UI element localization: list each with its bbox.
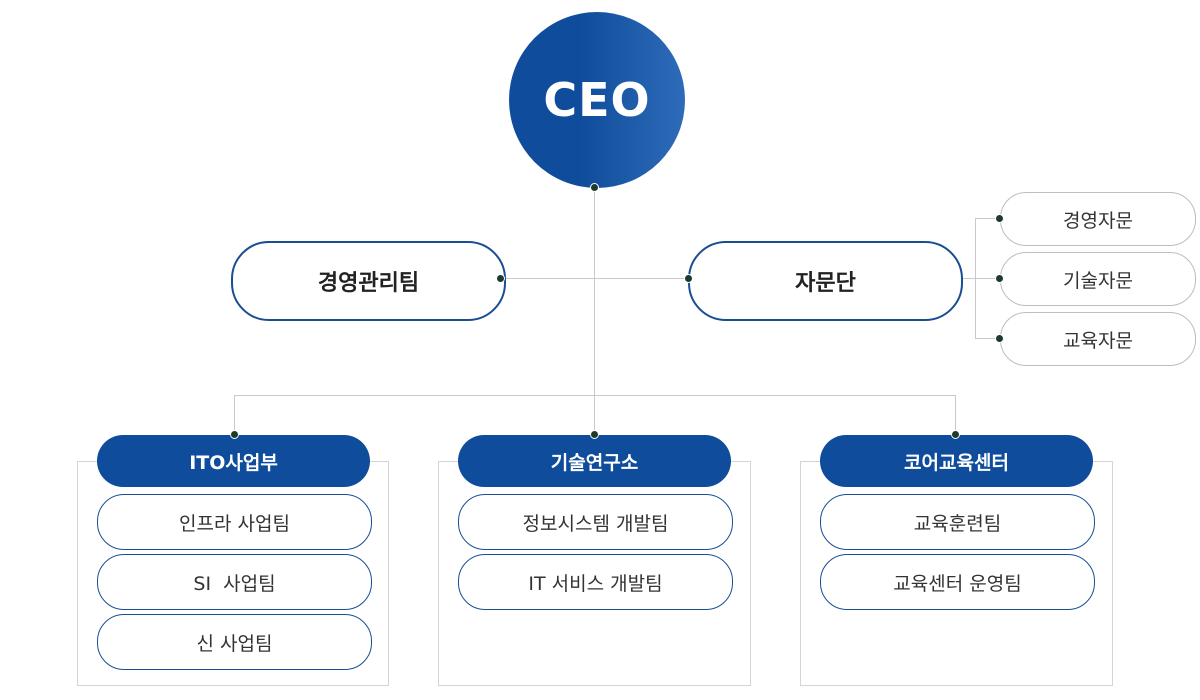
department-ito-header: ITO사업부 (97, 435, 370, 487)
department-label: 코어교육센터 (904, 451, 1009, 474)
connector-dot-ito (230, 430, 239, 439)
connector-advisory-1 (975, 218, 1000, 219)
team-label: 인프라 사업팀 (179, 512, 290, 535)
team-center-operations: 교육센터 운영팀 (820, 554, 1095, 610)
connector-dept-left-drop (234, 395, 235, 435)
advisory-member-label: 경영자문 (1063, 209, 1133, 232)
team-new-business: 신 사업팀 (97, 614, 372, 670)
connector-dept-horizontal (234, 395, 956, 396)
department-label: ITO사업부 (189, 451, 278, 474)
connector-advisory-stub (958, 278, 975, 279)
connector-dot-advisory-member-3 (995, 334, 1004, 343)
connector-advisory-3 (975, 338, 1000, 339)
management-team-node: 경영관리팀 (231, 241, 506, 321)
advisory-member-label: 교육자문 (1063, 329, 1133, 352)
connector-dept-right-drop (955, 395, 956, 435)
connector-dot-management (496, 274, 505, 283)
connector-advisory-2 (975, 278, 1000, 279)
team-label: 정보시스템 개발팀 (522, 512, 669, 535)
department-label: 기술연구소 (550, 451, 639, 474)
team-label: IT 서비스 개발팀 (528, 572, 663, 595)
team-infra: 인프라 사업팀 (97, 494, 372, 550)
department-lab-header: 기술연구소 (458, 435, 731, 487)
management-team-label: 경영관리팀 (317, 271, 420, 296)
advisory-group-node: 자문단 (688, 241, 963, 321)
connector-dot-advisory (684, 274, 693, 283)
connector-ceo-vertical (594, 188, 595, 436)
connector-dot-lab (590, 430, 599, 439)
advisory-member-management: 경영자문 (1000, 192, 1196, 246)
connector-middle-horizontal (500, 278, 689, 279)
ceo-node: CEO (509, 12, 685, 188)
advisory-group-label: 자문단 (795, 271, 856, 296)
department-education-header: 코어교육센터 (820, 435, 1093, 487)
connector-dot-ceo (590, 183, 599, 192)
advisory-member-label: 기술자문 (1063, 269, 1133, 292)
team-label: 교육훈련팀 (913, 512, 1002, 535)
ceo-label: CEO (543, 73, 651, 127)
connector-dot-advisory-member-2 (995, 274, 1004, 283)
advisory-member-education: 교육자문 (1000, 312, 1196, 366)
team-label: 신 사업팀 (196, 632, 273, 655)
connector-dot-advisory-member-1 (995, 214, 1004, 223)
team-label: SI 사업팀 (193, 572, 276, 595)
team-label: 교육센터 운영팀 (893, 572, 1022, 595)
team-si: SI 사업팀 (97, 554, 372, 610)
team-info-system-dev: 정보시스템 개발팀 (458, 494, 733, 550)
advisory-member-technology: 기술자문 (1000, 252, 1196, 306)
team-training: 교육훈련팀 (820, 494, 1095, 550)
team-it-service-dev: IT 서비스 개발팀 (458, 554, 733, 610)
connector-dot-education (951, 430, 960, 439)
